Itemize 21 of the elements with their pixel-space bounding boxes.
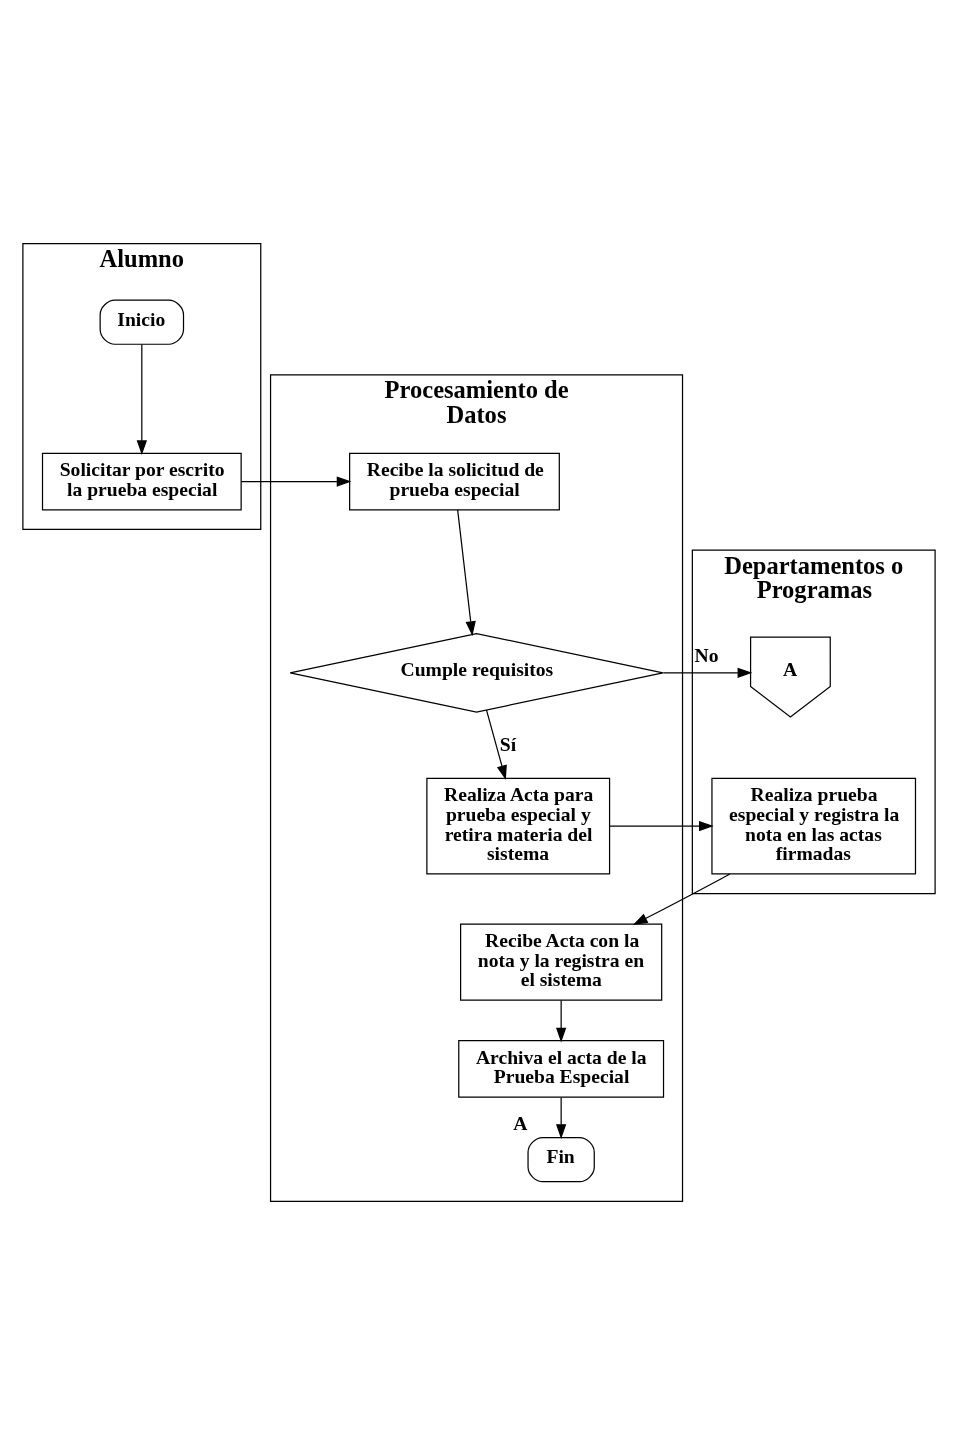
node-label: A	[513, 1112, 528, 1134]
node-box: Recibe la solicitud de prueba especial	[349, 452, 560, 510]
arrow	[457, 508, 476, 636]
arrow	[240, 475, 352, 487]
node-box: Recibe Acta con la nota y la registra en el sistema	[460, 923, 663, 1001]
arrow	[556, 999, 567, 1042]
arrow	[136, 343, 147, 455]
edge-label: No	[694, 644, 719, 666]
node-box: Realiza Acta para prueba especial y retira materia del sistema	[426, 777, 611, 875]
node-box: Inicio	[99, 299, 185, 345]
node-box: Fin	[527, 1136, 595, 1182]
arrow	[485, 709, 507, 780]
arrow	[609, 820, 714, 831]
node-box: Archiva el acta de la Prueba Especial	[458, 1039, 665, 1098]
arrow	[662, 667, 753, 678]
arrow	[632, 872, 731, 925]
edge-label: Sí	[499, 733, 517, 755]
node-box: Solicitar por escrito la prueba especial	[41, 452, 242, 510]
node-box: Realiza prueba especial y registra la nota en las actas firmadas	[711, 777, 917, 875]
arrow	[556, 1096, 567, 1139]
node-diamond: Cumple requisitos	[289, 632, 664, 713]
